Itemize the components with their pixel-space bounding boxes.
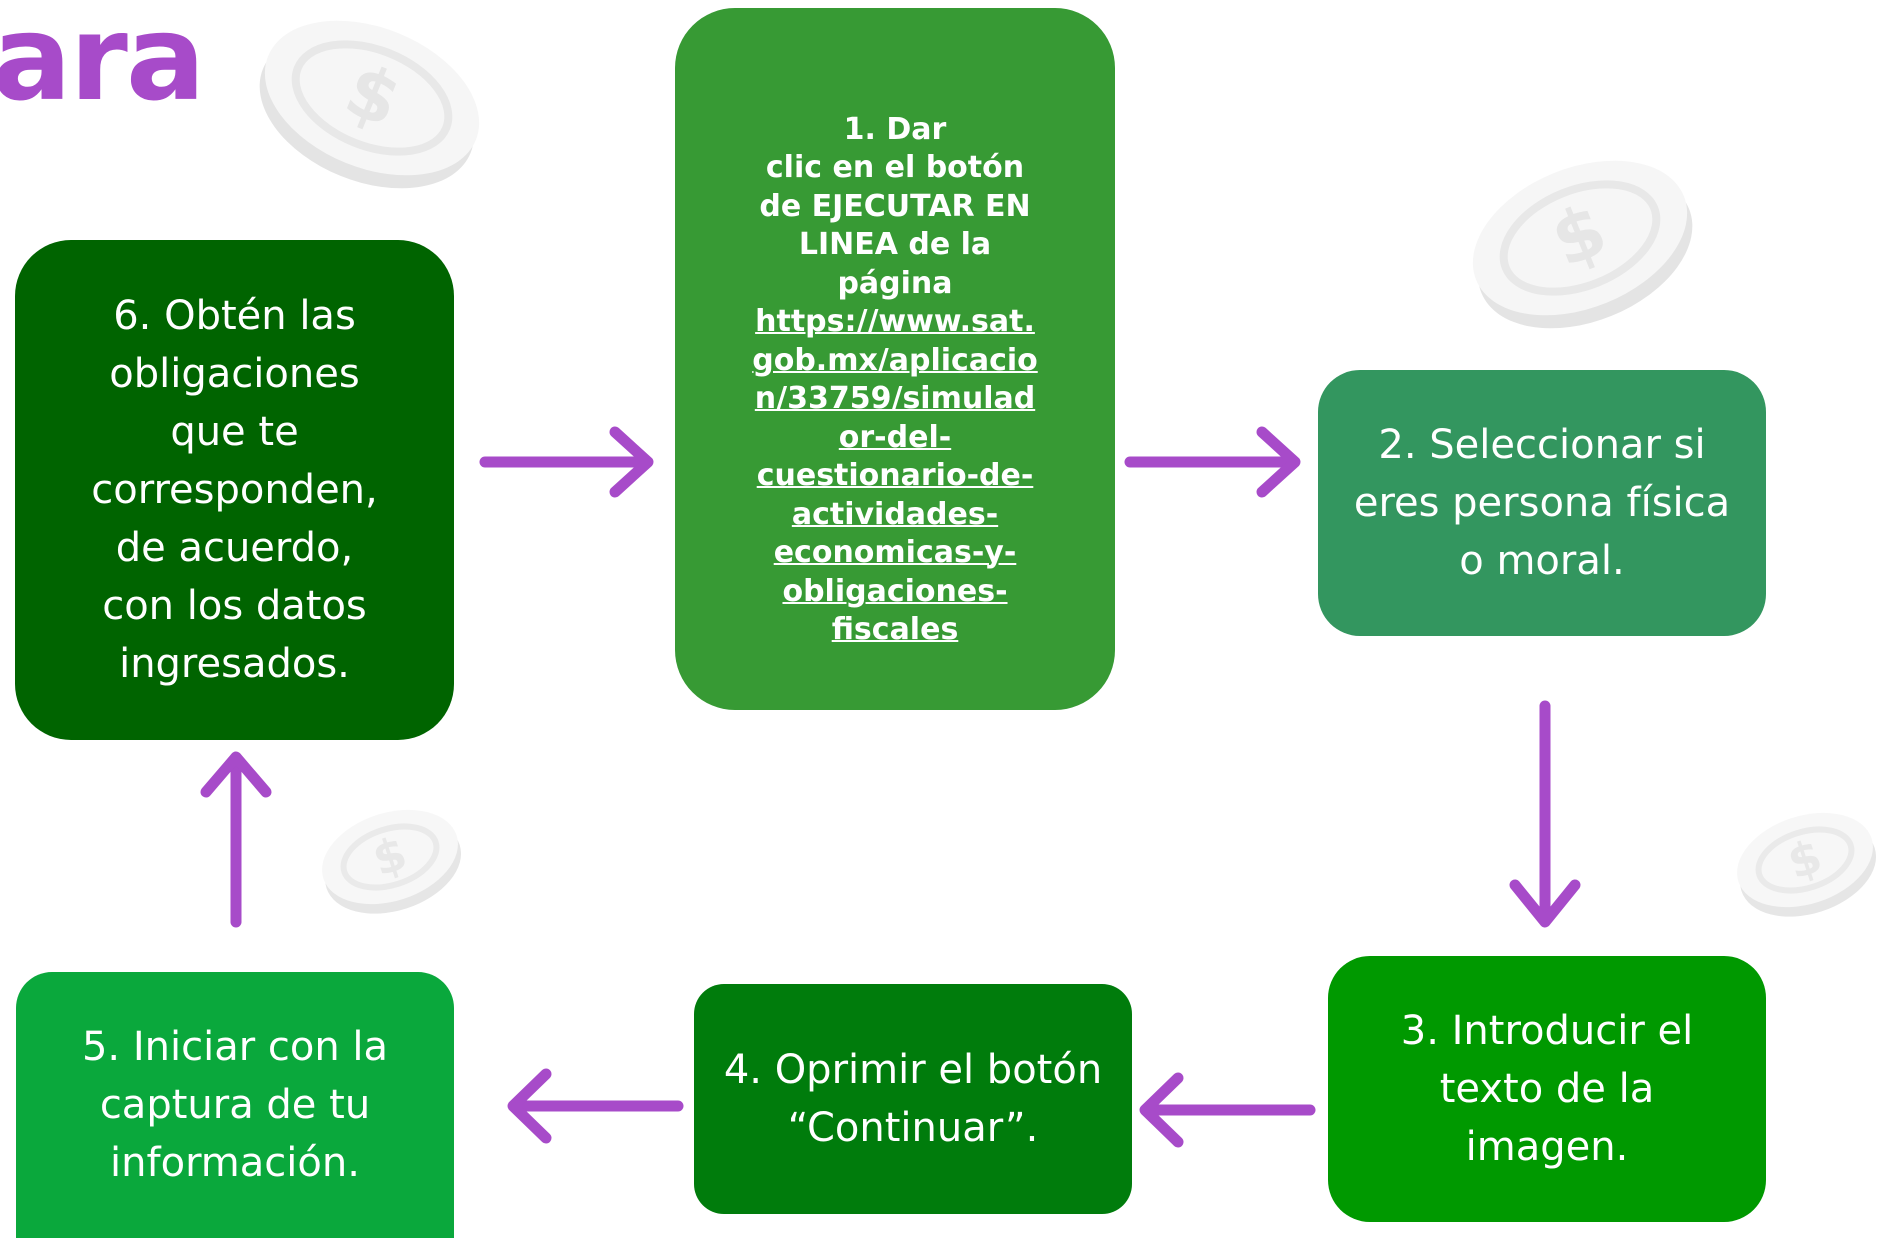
step-1-box: 1. Dar clic en el botón de EJECUTAR EN L…	[675, 8, 1115, 710]
arrow-left-icon	[1139, 1072, 1316, 1148]
dollar-coin-icon: $	[1737, 812, 1877, 917]
dollar-coin-icon: $	[322, 809, 462, 914]
arrow-up-icon	[200, 751, 272, 928]
step-3-box: 3. Introducir el texto de la imagen.	[1328, 956, 1766, 1222]
step-5-box: 5. Iniciar con la captura de tu informac…	[16, 972, 454, 1238]
arrow-left-icon	[507, 1068, 684, 1144]
step-3-text: 3. Introducir el texto de la imagen.	[1400, 1008, 1694, 1170]
step-4-text: 4. Oprimir el botón “Continuar”.	[723, 1047, 1103, 1151]
arrow-down-icon	[1509, 700, 1581, 928]
arrow-right-icon	[1124, 426, 1301, 498]
step-1-text: 1. Dar clic en el botón de EJECUTAR EN L…	[759, 111, 1031, 301]
step-5-text: 5. Iniciar con la captura de tu informac…	[81, 1024, 389, 1186]
page-title: ara	[0, 0, 205, 127]
dollar-coin-icon: $	[1472, 160, 1693, 329]
step-1-link[interactable]: https://www.sat. gob.mx/aplicacio n/3375…	[752, 304, 1038, 647]
dollar-coin-icon: $	[259, 20, 480, 189]
step-6-box: 6. Obtén las obligaciones que te corresp…	[15, 240, 454, 740]
step-2-box: 2. Seleccionar si eres persona física o …	[1318, 370, 1766, 636]
step-6-text: 6. Obtén las obligaciones que te corresp…	[91, 293, 378, 687]
step-4-box: 4. Oprimir el botón “Continuar”.	[694, 984, 1132, 1214]
step-2-text: 2. Seleccionar si eres persona física o …	[1353, 422, 1731, 584]
arrow-right-icon	[479, 426, 654, 498]
